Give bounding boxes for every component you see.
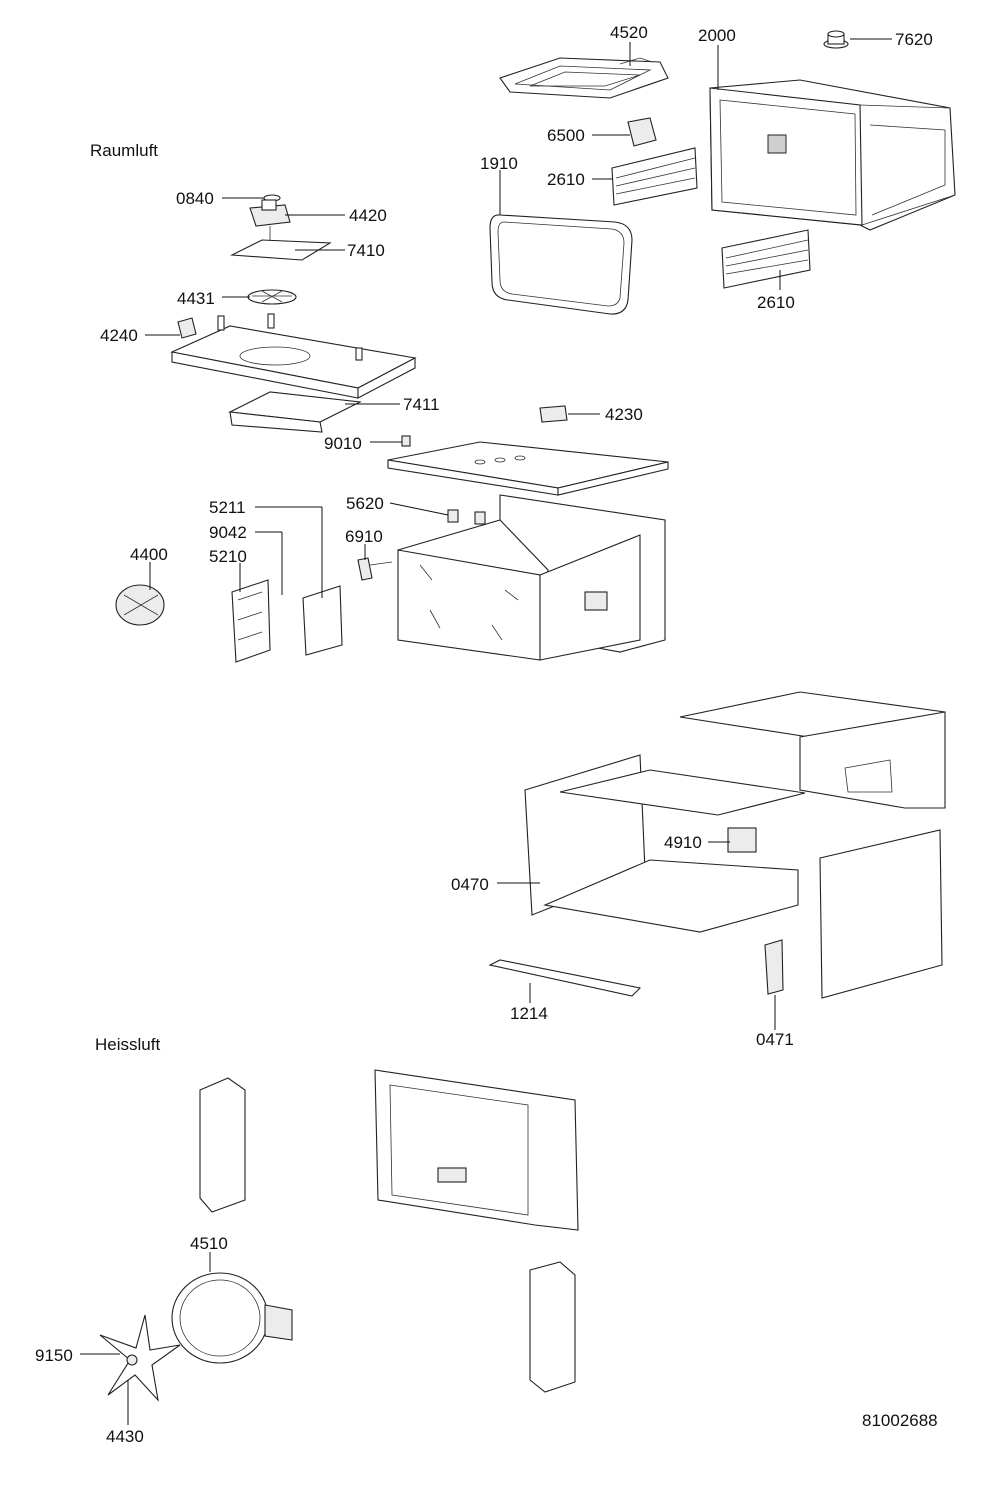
label-part-5210: 5210 xyxy=(209,547,247,566)
part-2610-rail-a xyxy=(611,147,698,206)
label-part-7411: 7411 xyxy=(403,395,440,414)
insulation-left xyxy=(199,1077,246,1213)
label-part-0471: 0471 xyxy=(756,1030,794,1049)
label-part-4520: 4520 xyxy=(610,23,648,42)
label-part-4230: 4230 xyxy=(605,405,643,424)
label-part-4400: 4400 xyxy=(130,545,168,564)
part-4420-fan-motor xyxy=(249,199,291,240)
label-part-4240: 4240 xyxy=(100,326,138,345)
label-part-9042: 9042 xyxy=(209,523,247,542)
part-2000-oven-cavity xyxy=(709,79,956,231)
part-1910-door-gasket xyxy=(489,214,633,315)
part-0471-bracket xyxy=(764,939,784,995)
casing-back xyxy=(799,711,946,809)
part-7411-duct xyxy=(228,391,362,433)
label-part-2610-a: 2610 xyxy=(547,170,585,189)
part-4520-heating-element xyxy=(499,57,669,99)
cover-plate xyxy=(170,313,417,399)
label-part-5620: 5620 xyxy=(346,494,384,513)
label-part-4420: 4420 xyxy=(349,206,387,225)
back-panel xyxy=(374,1069,579,1231)
part-5210-board xyxy=(231,579,271,663)
insulation-right xyxy=(529,1261,576,1393)
label-part-2610-b: 2610 xyxy=(757,293,795,312)
label-part-9150: 9150 xyxy=(35,1346,73,1365)
label-part-4431: 4431 xyxy=(177,289,215,308)
section-label-heissluft: Heissluft xyxy=(95,1035,161,1054)
label-part-9010: 9010 xyxy=(324,434,362,453)
part-4910-timer xyxy=(727,827,757,853)
label-part-4430: 4430 xyxy=(106,1427,144,1446)
label-part-5211: 5211 xyxy=(209,498,246,517)
label-part-7620: 7620 xyxy=(895,30,933,49)
part-7410-bracket xyxy=(229,239,332,261)
document-number: 81002688 xyxy=(862,1411,938,1430)
label-part-6500: 6500 xyxy=(547,126,585,145)
part-4240-thermostat xyxy=(177,317,197,339)
section-label-raumluft: Raumluft xyxy=(90,141,159,160)
casing-bottom xyxy=(543,859,799,933)
part-5620-clips xyxy=(447,509,486,525)
part-9150-fan-blade xyxy=(99,1314,181,1402)
label-part-2000: 2000 xyxy=(698,26,736,45)
label-part-1214: 1214 xyxy=(510,1004,548,1023)
part-1214-rail xyxy=(488,959,642,997)
part-5211-plate xyxy=(302,585,343,656)
part-4400-motor xyxy=(115,584,165,626)
top-panel xyxy=(387,441,669,496)
part-6500-lamp xyxy=(627,117,657,147)
part-4510-ring-element xyxy=(171,1272,293,1364)
part-4431-fan-wheel xyxy=(247,289,297,305)
housing-assembly xyxy=(396,494,666,661)
part-4230-switch xyxy=(539,405,568,423)
label-part-0840: 0840 xyxy=(176,189,214,208)
label-part-7410: 7410 xyxy=(347,241,385,260)
label-part-6910: 6910 xyxy=(345,527,383,546)
label-part-0470: 0470 xyxy=(451,875,489,894)
part-9010-clip xyxy=(401,435,411,447)
label-part-1910: 1910 xyxy=(480,154,518,173)
part-6910-sensor xyxy=(357,557,393,581)
leader-lines xyxy=(80,38,892,1425)
label-part-4510: 4510 xyxy=(190,1234,228,1253)
casing-shelf xyxy=(559,769,806,816)
part-7620-knob xyxy=(823,30,849,49)
part-2610-rail-b xyxy=(721,229,811,289)
label-part-4910: 4910 xyxy=(664,833,702,852)
casing-right-side xyxy=(819,829,943,999)
